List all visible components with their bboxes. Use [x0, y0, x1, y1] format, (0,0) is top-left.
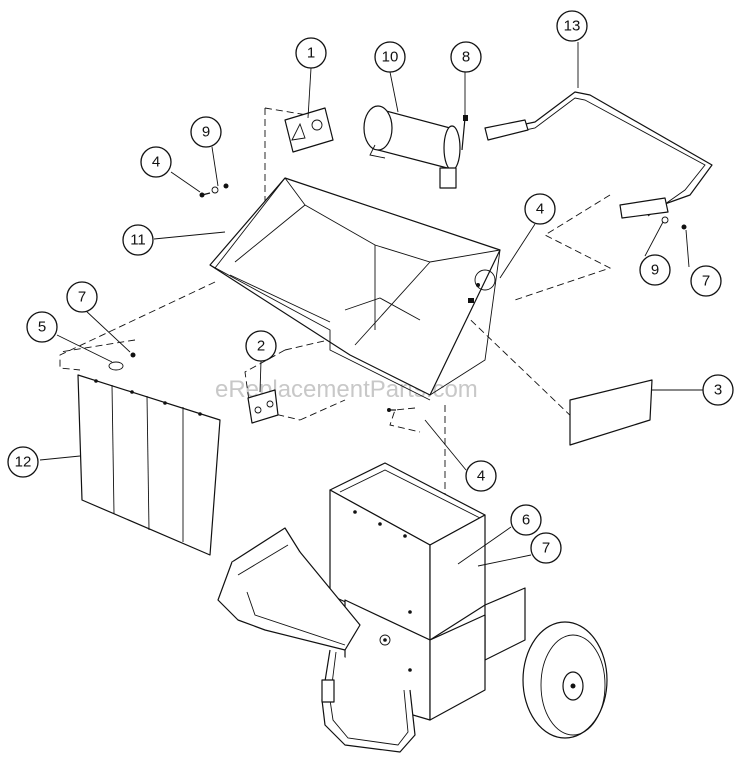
decal-strip-3 [569, 379, 653, 446]
callout-7-right: 7 [690, 265, 722, 297]
hardware-fasteners [108, 183, 687, 572]
callout-10: 10 [374, 41, 406, 73]
callout-label: 8 [462, 49, 470, 66]
callout-label: 5 [38, 319, 46, 336]
callout-3: 3 [702, 374, 734, 406]
callout-4-right: 4 [524, 193, 556, 225]
callout-label: 7 [702, 273, 710, 290]
leader-lines [39, 42, 703, 567]
callout-12: 12 [7, 446, 39, 478]
callout-label: 9 [651, 262, 659, 279]
handle-bar [484, 91, 713, 219]
hopper-chute [209, 177, 501, 401]
callout-1: 1 [295, 37, 327, 69]
callout-label: 2 [257, 338, 265, 355]
callout-label: 6 [522, 512, 530, 529]
callout-label: 12 [15, 454, 32, 471]
callout-label: 1 [307, 45, 315, 62]
callout-6: 6 [510, 504, 542, 536]
callout-label: 3 [714, 382, 722, 399]
decal-label-2 [247, 389, 279, 424]
callout-9-left: 9 [190, 116, 222, 148]
wheel [522, 621, 608, 739]
callout-7-bottom: 7 [530, 532, 562, 564]
motor-cylinder [363, 105, 461, 189]
callout-label: 7 [542, 540, 550, 557]
infeed-chute [217, 527, 361, 651]
callout-label: 7 [78, 289, 86, 306]
callout-4-bottom: 4 [465, 460, 497, 492]
callout-7-left: 7 [66, 281, 98, 313]
side-shield-panel [77, 374, 221, 556]
callout-2: 2 [245, 330, 277, 362]
callout-label: 11 [130, 232, 146, 249]
callout-label: 10 [382, 49, 399, 66]
callout-label: 13 [564, 18, 581, 35]
callout-8: 8 [450, 41, 482, 73]
callout-9-right: 9 [639, 254, 671, 286]
screw-part-8 [461, 115, 468, 151]
callout-label: 4 [152, 154, 160, 171]
callout-label: 4 [536, 201, 544, 218]
support-stand [321, 649, 416, 753]
callout-5: 5 [26, 311, 58, 343]
callout-label: 4 [477, 468, 485, 485]
decal-warning-label [284, 107, 334, 153]
callout-11: 11 [122, 224, 154, 256]
callout-label: 9 [202, 124, 210, 141]
callout-13: 13 [556, 10, 588, 42]
callout-4-left: 4 [140, 146, 172, 178]
